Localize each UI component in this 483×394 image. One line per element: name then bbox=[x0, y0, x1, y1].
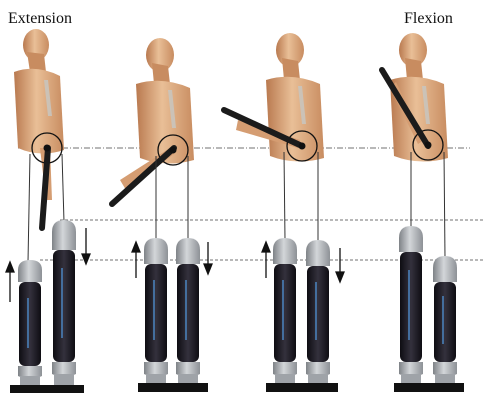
arrow-up-icon bbox=[6, 262, 14, 302]
band-1-right bbox=[52, 220, 76, 386]
base-plate-3 bbox=[266, 383, 338, 392]
torso-1 bbox=[14, 29, 64, 200]
arrow-down-icon bbox=[336, 248, 344, 282]
base-plate-2 bbox=[138, 383, 208, 392]
band-1-left bbox=[18, 260, 42, 386]
base-plate-4 bbox=[394, 383, 464, 392]
figure-2 bbox=[112, 38, 194, 240]
band-4-left bbox=[399, 226, 423, 384]
band-3-right bbox=[306, 240, 330, 384]
arrow-up-icon bbox=[262, 242, 270, 278]
band-2-right bbox=[176, 238, 200, 384]
base-plate-1 bbox=[10, 385, 84, 393]
torso-3 bbox=[236, 33, 324, 162]
figure-3 bbox=[224, 33, 324, 242]
arrow-up-icon bbox=[132, 242, 140, 278]
band-4-right bbox=[433, 256, 457, 384]
arrow-down-icon bbox=[82, 228, 90, 264]
band-3-left bbox=[273, 238, 297, 384]
figure-4 bbox=[382, 33, 448, 258]
arrow-down-icon bbox=[204, 242, 212, 274]
band-2-left bbox=[144, 238, 168, 384]
